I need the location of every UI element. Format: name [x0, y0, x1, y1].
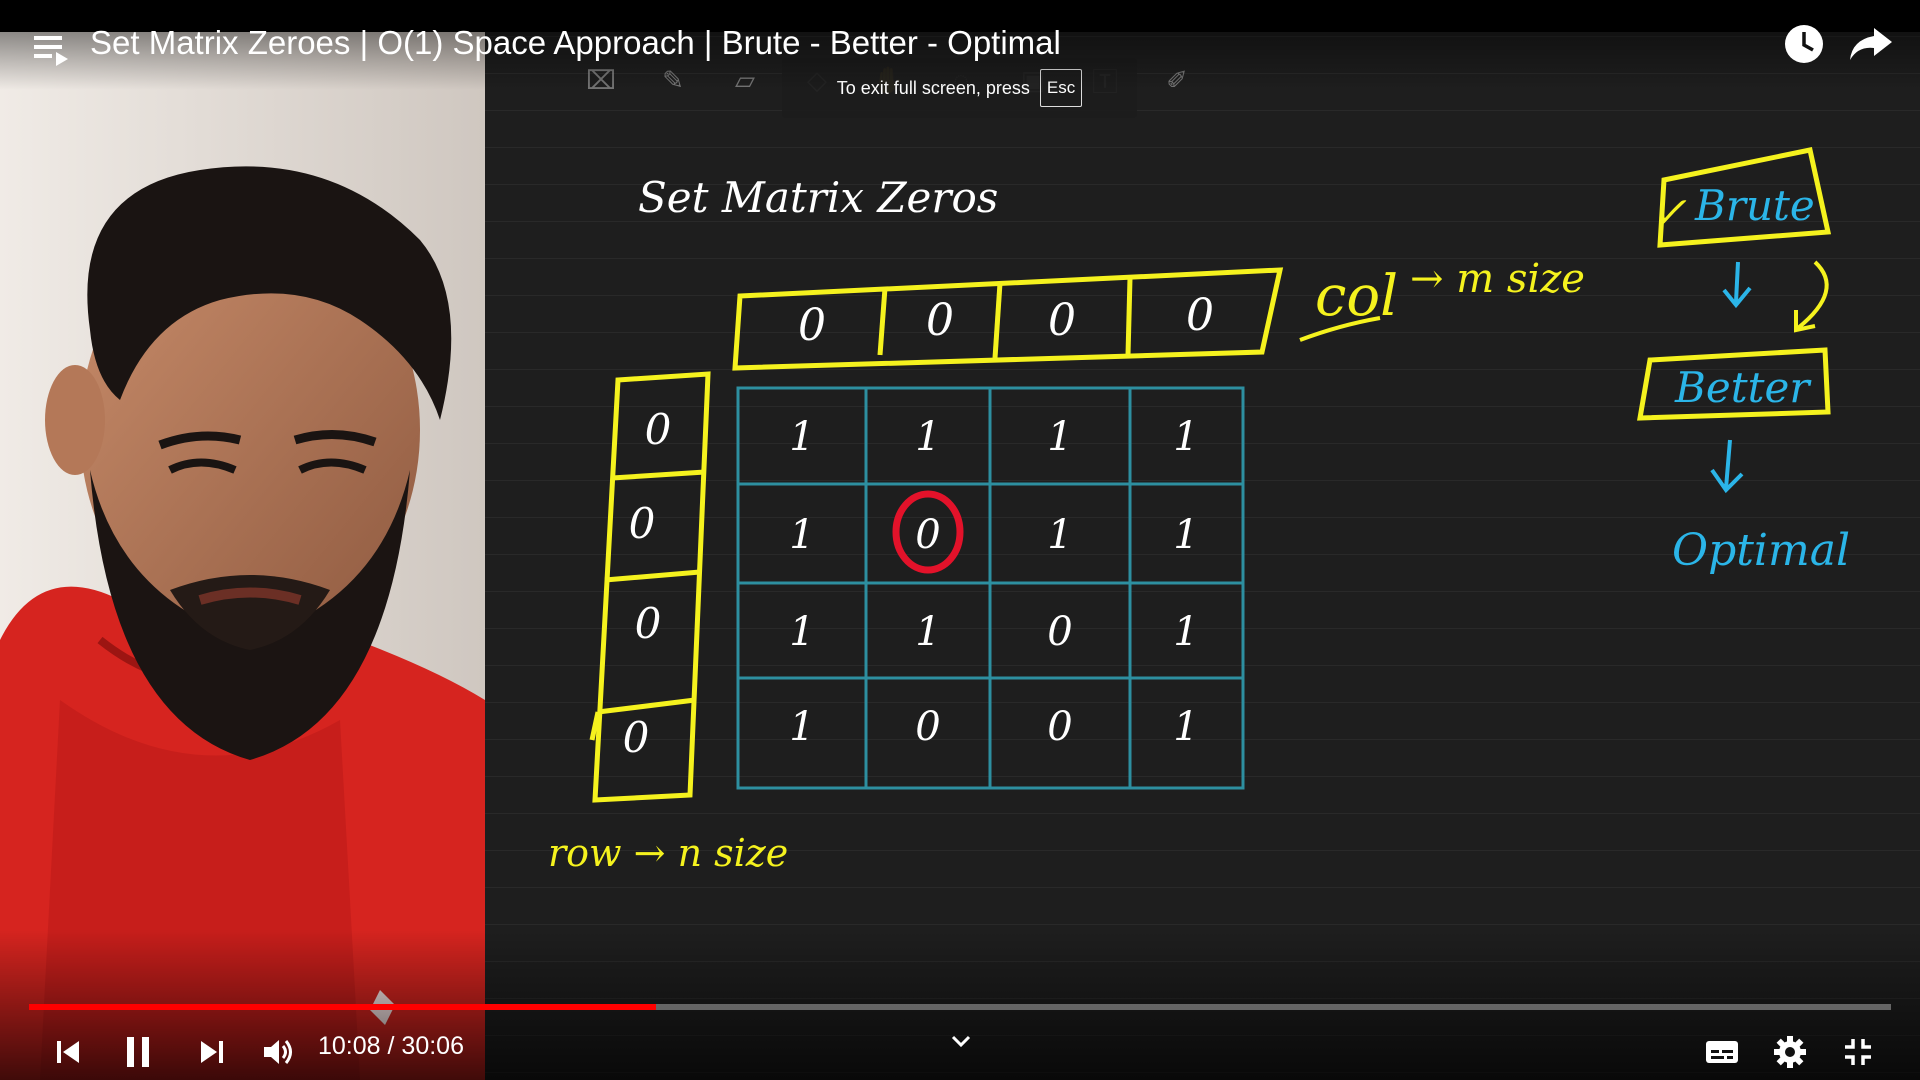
pause-button[interactable] [118, 1027, 158, 1077]
matrix-cell: 0 [915, 512, 940, 558]
video-title[interactable]: Set Matrix Zeroes | O(1) Space Approach … [90, 24, 1061, 61]
matrix-grid [736, 386, 1245, 790]
whiteboard [485, 0, 1920, 1080]
total-time: 30:06 [401, 1032, 464, 1060]
top-letterbox [0, 0, 1920, 32]
presenter-video-panel [0, 0, 485, 1080]
better-label: Better [1674, 363, 1812, 412]
next-button[interactable] [194, 1027, 230, 1077]
matrix-cell: 1 [789, 704, 814, 750]
share-arrow-icon [1850, 28, 1892, 60]
matrix-cell: 1 [789, 609, 814, 655]
row-note: row → n size [548, 831, 788, 875]
exit-fullscreen-icon [1845, 1039, 1871, 1065]
col-array-cell: 0 [926, 295, 954, 346]
matrix-cell: 1 [915, 414, 940, 460]
settings-button[interactable] [1770, 1027, 1810, 1077]
row-array-cell: 0 [635, 599, 662, 648]
gear-icon [1774, 1036, 1806, 1068]
col-array-cell: 0 [1186, 290, 1214, 341]
presenter-illustration [0, 0, 485, 1080]
subtitles-icon [1706, 1041, 1738, 1063]
row-array-cell: 0 [623, 713, 650, 762]
matrix-cell: 1 [1173, 512, 1198, 558]
matrix-cell: 1 [1173, 414, 1198, 460]
matrix-cell: 1 [915, 609, 940, 655]
volume-button[interactable] [260, 1027, 296, 1077]
progress-played [29, 1004, 656, 1010]
arrow-brute-better [1722, 261, 1752, 309]
brute-box [1657, 147, 1832, 248]
matrix-cell: 1 [789, 512, 814, 558]
expand-details-button[interactable] [948, 1028, 974, 1054]
previous-button[interactable] [50, 1027, 86, 1077]
column-array [732, 267, 1284, 371]
brute-label: Brute [1694, 181, 1815, 230]
matrix-cell: 1 [1173, 704, 1198, 750]
matrix-cell: 1 [1047, 512, 1072, 558]
board-heading: Set Matrix Zeros [638, 173, 998, 222]
watch-later-button[interactable] [1782, 22, 1826, 66]
exit-fullscreen-button[interactable] [1838, 1027, 1878, 1077]
progress-bar[interactable] [29, 1004, 1891, 1010]
time-separator: / [387, 1032, 395, 1060]
matrix-cell: 1 [789, 414, 814, 460]
optimal-label: Optimal [1672, 525, 1850, 576]
curved-arrow [1794, 260, 1829, 333]
matrix-cell: 1 [1173, 609, 1198, 655]
col-underline [1299, 316, 1381, 342]
matrix-cell: 0 [1047, 609, 1072, 655]
playlist-button[interactable] [30, 28, 72, 70]
pause-icon [127, 1037, 149, 1067]
playlist-icon [34, 36, 68, 66]
highlight-circle [892, 490, 964, 574]
col-label: col [1315, 264, 1398, 329]
approaches-flow: ✓ Brute Better Optimal [1637, 147, 1850, 576]
skip-previous-icon [57, 1041, 79, 1063]
col-array-cell: 0 [798, 300, 826, 351]
col-array-cell: 0 [1048, 295, 1076, 346]
clock-icon [1785, 25, 1823, 63]
current-time: 10:08 [318, 1032, 381, 1060]
captions-button[interactable] [1702, 1027, 1742, 1077]
row-array-cell: 0 [629, 499, 656, 548]
volume-icon [264, 1040, 292, 1064]
col-note: → m size [1410, 256, 1585, 302]
arrow-better-optimal [1710, 439, 1744, 494]
matrix-cell: 1 [1047, 414, 1072, 460]
row-array-cell: 0 [645, 405, 672, 454]
matrix-cell: 0 [915, 704, 940, 750]
skip-next-icon [201, 1041, 223, 1063]
better-box [1637, 347, 1831, 421]
chevron-down-icon [951, 1035, 971, 1048]
row-array [589, 371, 711, 803]
time-display: 10:08 / 30:06 [318, 1032, 464, 1061]
share-button[interactable] [1848, 24, 1894, 64]
brute-check: ✓ [1650, 188, 1687, 239]
matrix-cell: 0 [1047, 704, 1072, 750]
